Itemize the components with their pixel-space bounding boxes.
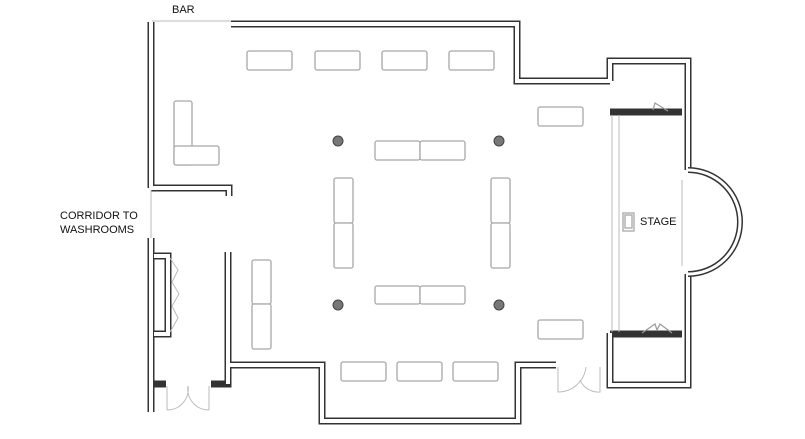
sofa <box>374 140 421 161</box>
columns <box>332 135 505 311</box>
table <box>396 361 443 382</box>
sofa <box>251 259 272 305</box>
sofa <box>490 177 511 224</box>
table <box>452 361 499 382</box>
sofa <box>419 285 466 305</box>
podium-top <box>624 214 633 229</box>
sofa <box>490 222 511 269</box>
corridor-label-line2: WASHROOMS <box>60 224 135 236</box>
sofa <box>333 222 354 269</box>
column <box>332 135 344 147</box>
sofa <box>419 140 466 161</box>
walls <box>147 20 743 425</box>
sofa <box>251 303 272 350</box>
stage-label: STAGE <box>640 216 677 228</box>
sofa <box>173 145 220 166</box>
table <box>314 50 361 71</box>
table <box>537 106 584 127</box>
table <box>537 319 584 340</box>
table <box>381 50 428 71</box>
furniture <box>173 50 635 382</box>
sofa <box>374 285 421 305</box>
table <box>246 50 293 71</box>
column <box>493 135 505 147</box>
column <box>332 299 344 311</box>
column <box>493 299 505 311</box>
doors <box>166 102 673 411</box>
sofa <box>333 177 354 224</box>
corridor-label-line1: CORRIDOR TO <box>60 210 138 222</box>
bar-label: BAR <box>172 4 195 16</box>
table <box>448 50 495 71</box>
table <box>340 361 387 382</box>
